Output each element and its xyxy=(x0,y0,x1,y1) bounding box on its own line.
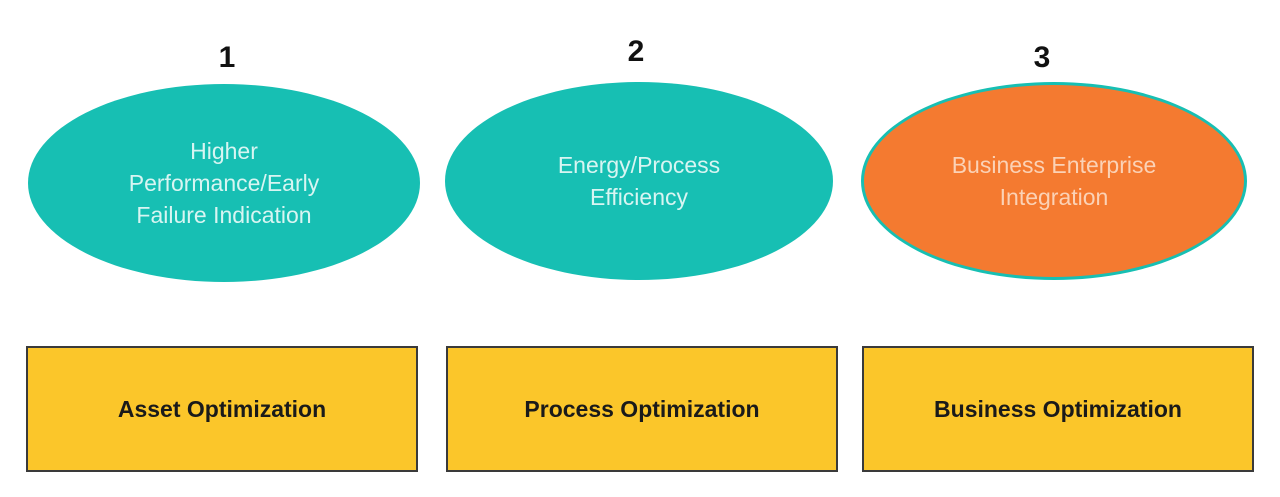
stage-1-optimization-box: Asset Optimization xyxy=(26,346,418,472)
stage-2-goal-text: Energy/Process Efficiency xyxy=(557,152,721,210)
stage-3-optimization-label: Business Optimization xyxy=(934,395,1182,422)
stage-3-optimization-box: Business Optimization xyxy=(862,346,1254,472)
stage-3-goal-ellipse: Business Enterprise Integration xyxy=(861,82,1247,280)
stage-2-number: 2 xyxy=(627,35,645,68)
stage-1-optimization-label: Asset Optimization xyxy=(117,395,327,422)
stage-3-goal-text: Business Enterprise Integration xyxy=(951,152,1157,210)
stage-1-goal-text: Higher Performance/Early Failure Indicat… xyxy=(128,138,320,228)
stage-1-number: 1 xyxy=(218,41,236,74)
stage-1-goal-ellipse: Higher Performance/Early Failure Indicat… xyxy=(28,84,420,282)
stage-2-optimization-label: Process Optimization xyxy=(524,395,760,422)
stage-2-optimization-box: Process Optimization xyxy=(446,346,838,472)
stage-3-number: 3 xyxy=(1033,41,1051,74)
stage-2-goal-ellipse: Energy/Process Efficiency xyxy=(445,82,833,280)
